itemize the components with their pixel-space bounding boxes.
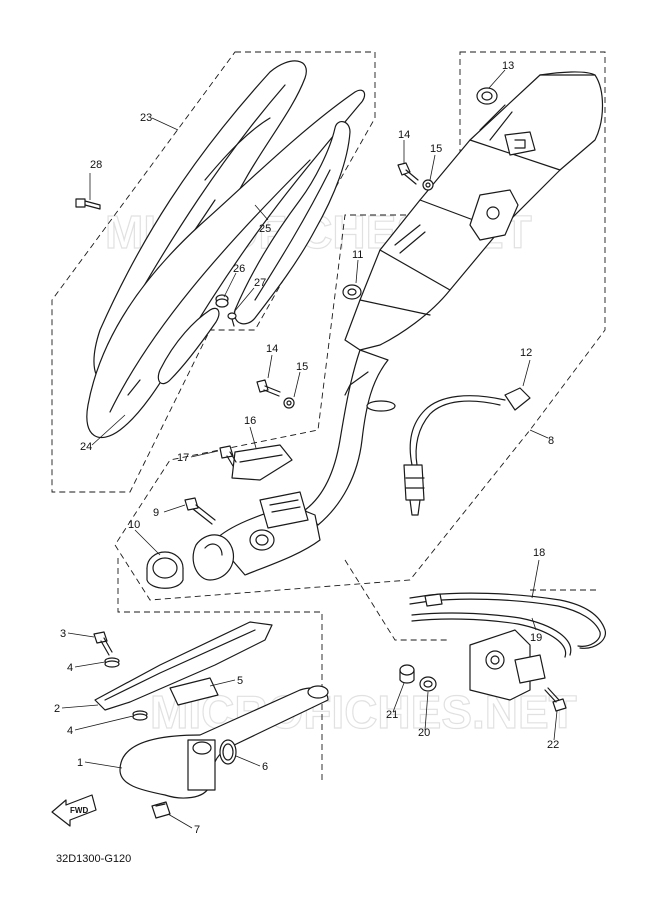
- callout-1: 1: [77, 757, 83, 769]
- callout-21: 21: [386, 709, 398, 721]
- washer-15-upper: [422, 179, 434, 191]
- bolt-9: [184, 497, 216, 525]
- bolt-14-upper: [397, 162, 419, 185]
- callout-14-lower: 14: [266, 343, 278, 355]
- callout-18: 18: [533, 547, 545, 559]
- pipe-group-outline: [344, 559, 450, 641]
- bolt-22: [544, 687, 567, 712]
- collar-4-upper: [104, 657, 120, 668]
- callout-7: 7: [194, 824, 200, 836]
- collar-21: [399, 664, 415, 684]
- callout-10: 10: [128, 519, 140, 531]
- bolt-3: [93, 631, 113, 656]
- callout-15-upper: 15: [430, 143, 442, 155]
- diagram-code: 32D1300-G120: [56, 853, 131, 865]
- servo-housing: [469, 629, 546, 701]
- callout-11: 11: [352, 249, 363, 261]
- heat-shield-16: [231, 444, 293, 481]
- callout-20: 20: [418, 727, 430, 739]
- callout-27: 27: [254, 277, 266, 289]
- muffler-group-outline: [114, 51, 606, 601]
- collar-4-lower: [132, 710, 148, 721]
- callout-9: 9: [153, 507, 159, 519]
- o2-sensor-12: [403, 387, 531, 516]
- gasket-10: [146, 551, 184, 589]
- muffler-body: [344, 71, 604, 351]
- callout-14-upper: 14: [398, 129, 410, 141]
- bolt-17: [219, 445, 237, 467]
- callout-26: 26: [233, 263, 245, 275]
- callout-16: 16: [244, 415, 256, 427]
- side-cover-25: [157, 121, 351, 385]
- callout-12: 12: [520, 347, 532, 359]
- joint-assembly: [192, 491, 321, 581]
- callout-22: 22: [547, 739, 559, 751]
- callout-24: 24: [80, 441, 92, 453]
- gasket-6: [219, 739, 237, 765]
- callout-5: 5: [237, 675, 243, 687]
- callout-13: 13: [502, 60, 514, 72]
- cable-19: [411, 612, 572, 658]
- grommet-11: [342, 284, 362, 300]
- callout-28: 28: [90, 159, 102, 171]
- callout-6: 6: [262, 761, 268, 773]
- callout-4-upper: 4: [67, 662, 73, 674]
- callout-4-lower: 4: [67, 725, 73, 737]
- muffler-inlet-pipe-8: [304, 349, 396, 526]
- callout-25: 25: [259, 223, 271, 235]
- nut-7: [151, 801, 171, 819]
- callout-23: 23: [140, 112, 152, 124]
- damper-5: [169, 677, 219, 706]
- screw-27: [227, 312, 237, 327]
- fwd-label: FWD: [70, 806, 88, 815]
- protector-2: [94, 621, 273, 711]
- callout-17: 17: [177, 452, 189, 464]
- grommet-20: [419, 676, 437, 692]
- fwd-arrow-icon: FWD: [51, 794, 97, 827]
- bolt-28: [75, 198, 101, 210]
- cable-18: [409, 592, 606, 649]
- grommet-13: [476, 87, 498, 105]
- washer-15-lower: [283, 397, 295, 409]
- callout-3: 3: [60, 628, 66, 640]
- collar-26: [215, 294, 229, 308]
- callout-15-lower: 15: [296, 361, 308, 373]
- callout-19: 19: [530, 632, 542, 644]
- callout-2: 2: [54, 703, 60, 715]
- bolt-14-lower: [256, 379, 281, 397]
- callout-8: 8: [548, 435, 554, 447]
